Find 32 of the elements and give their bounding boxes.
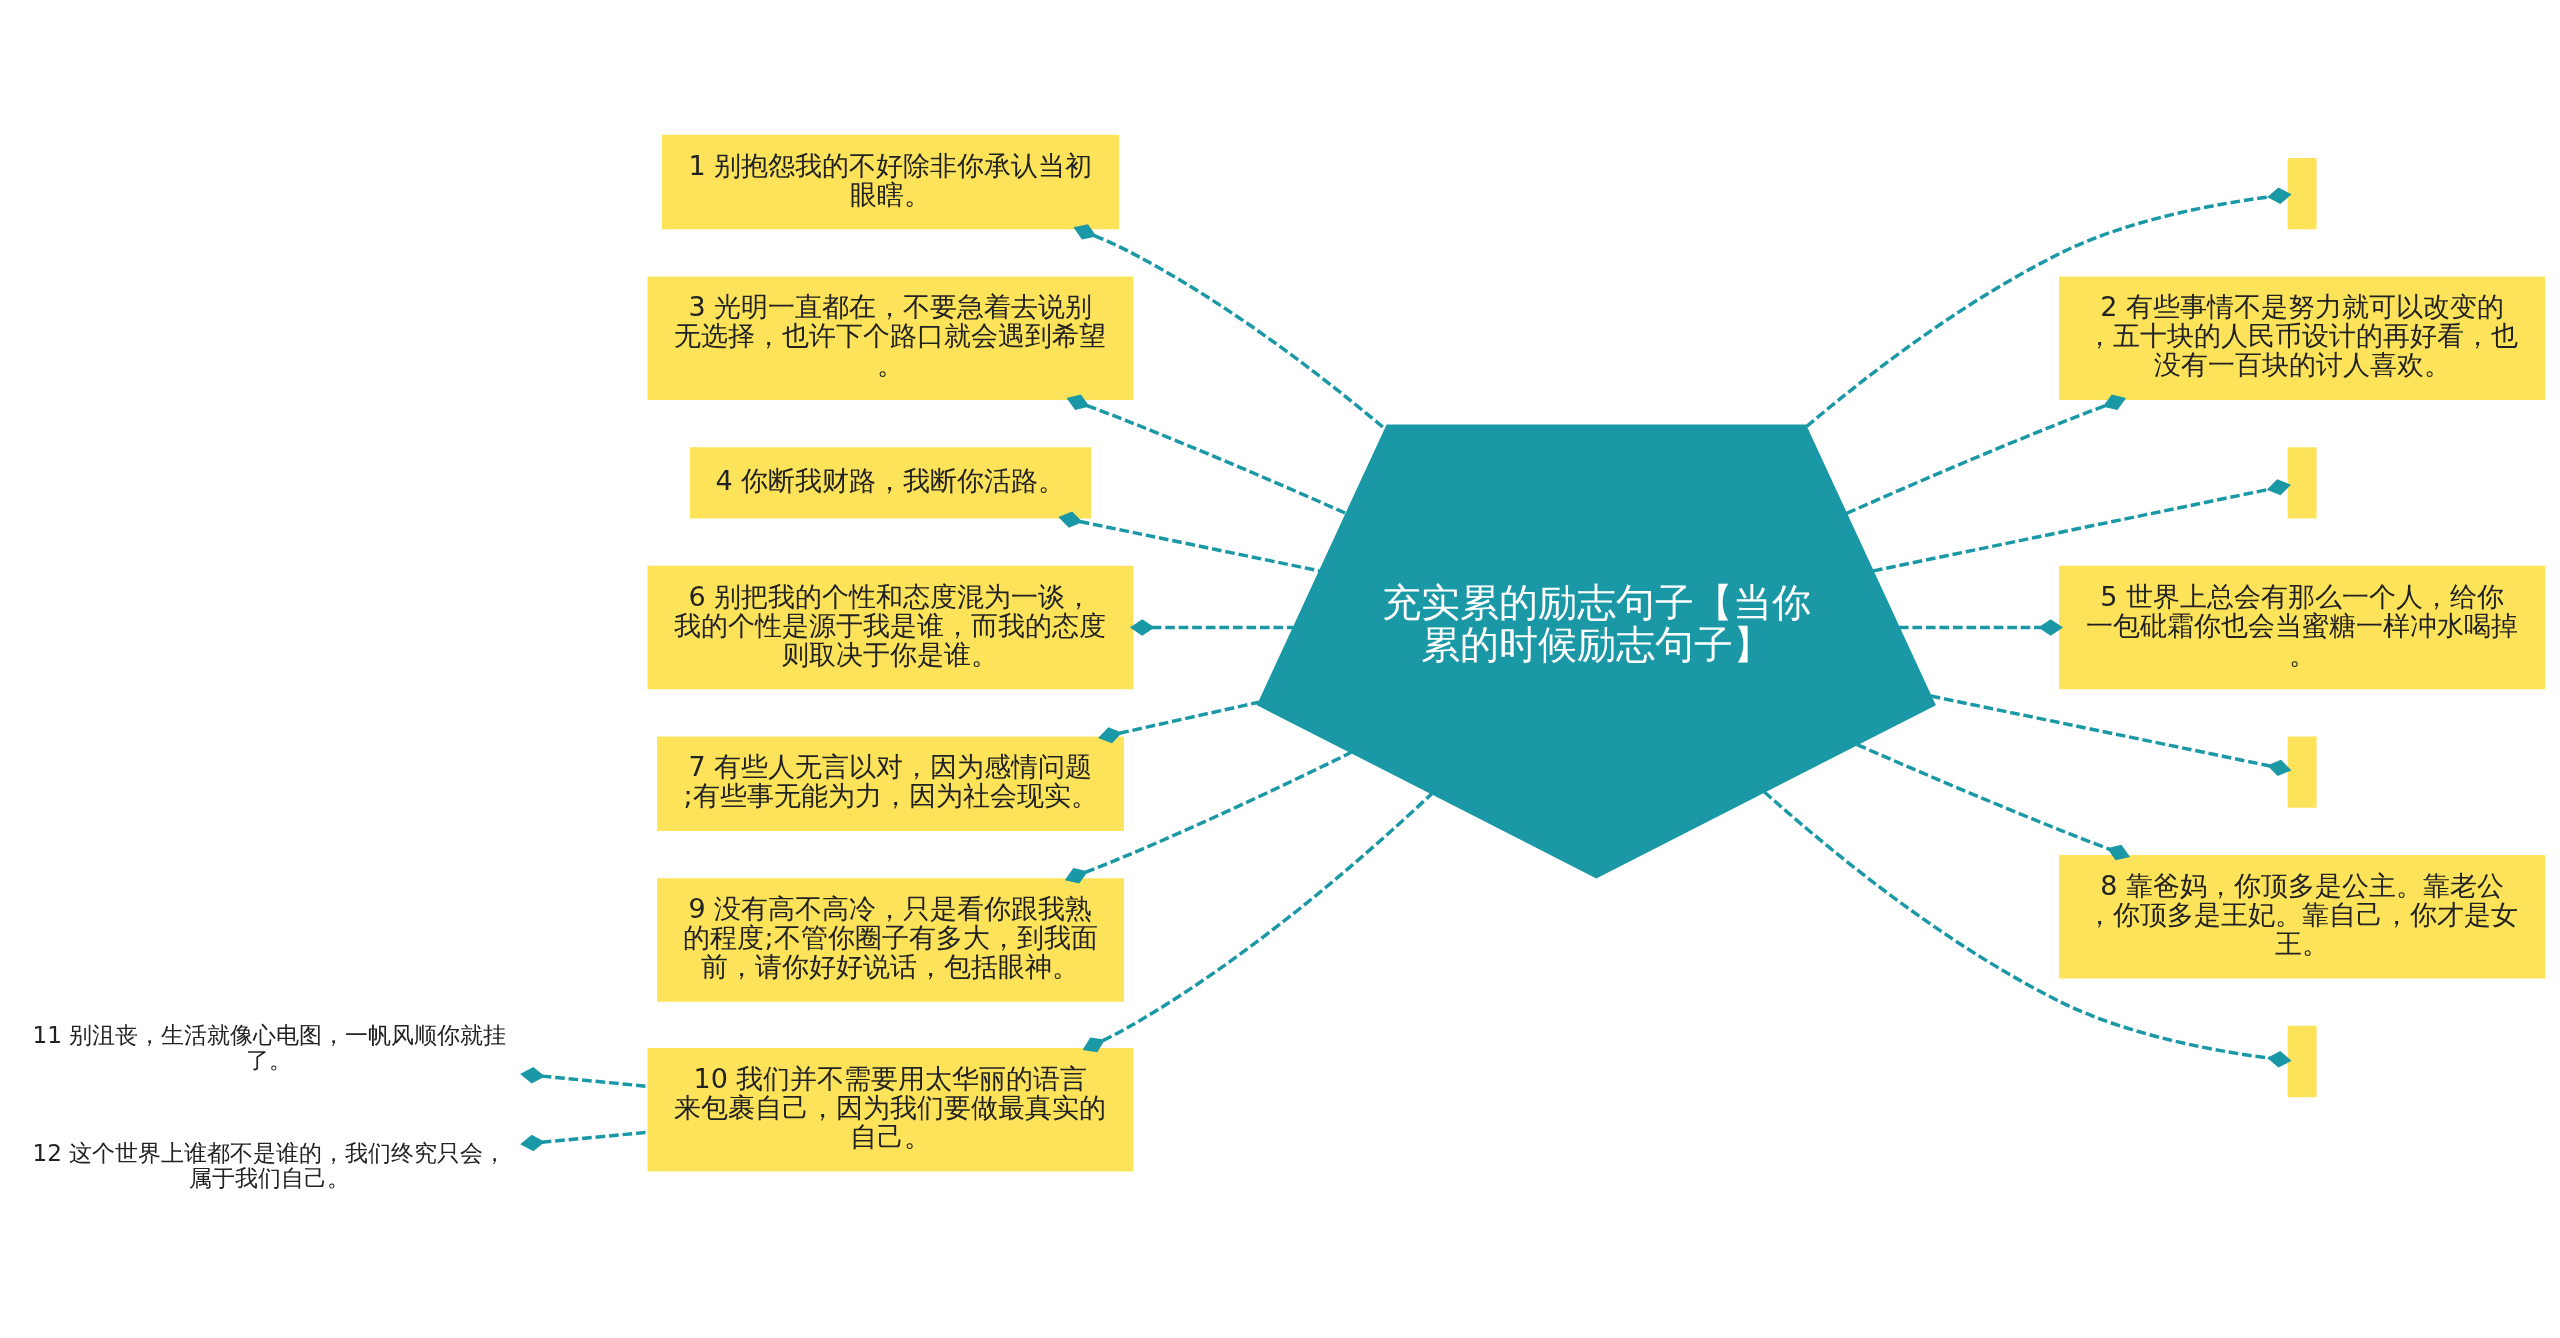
node-box: 1 别抱怨我的不好除非你承认当初眼瞎。 — [661, 134, 1120, 230]
connector — [1058, 511, 1320, 573]
node-box: 9 没有高不高冷，只是看你跟我熟的程度;不管你圈子有多大，到我面前，请你好好说话，包括眼神。 — [657, 878, 1124, 1002]
connector — [1930, 694, 2292, 776]
node-box — [2287, 447, 2317, 519]
connector — [1098, 700, 1260, 744]
node-box: 5 世界上总会有那么一个人，给你一包砒霜你也会当蜜糖一样冲水喝掉。 — [2059, 565, 2546, 690]
connector — [1066, 394, 1347, 515]
node-box: 2 有些事情不是努力就可以改变的，五十块的人民币设计的再好看，也没有一百块的讨人喜欢。 — [2059, 276, 2546, 400]
node-box: 8 靠爸妈，你顶多是公主。靠老公，你顶多是王妃。靠自己，你才是女王。 — [2059, 855, 2546, 979]
connector — [1763, 790, 2292, 1068]
connector — [1845, 394, 2127, 515]
node-box: 6 别把我的个性和态度混为一谈，我的个性是源于我是谁，而我的态度则取决于你是谁。 — [647, 565, 1134, 690]
node-text: 11 别沮丧，生活就像心电图，一帆风顺你就挂了。 — [32, 1022, 507, 1074]
connector — [1064, 751, 1352, 884]
connector — [1073, 224, 1387, 431]
node-box — [2287, 157, 2317, 230]
node-box — [2287, 736, 2317, 808]
connector — [1872, 479, 2291, 573]
connector — [1805, 187, 2292, 428]
connector — [1899, 619, 2064, 636]
connector — [520, 1130, 649, 1152]
node-box: 10 我们并不需要用太华丽的语言来包裹自己，因为我们要做最真实的自己。 — [647, 1048, 1134, 1172]
node-box: 7 有些人无言以对，因为感情问题;有些事无能为力，因为社会现实。 — [657, 736, 1124, 831]
node-text: 12 这个世界上谁都不是谁的，我们终究只会，属于我们自己。 — [32, 1140, 507, 1192]
connector — [520, 1067, 649, 1089]
node-box: 4 你断我财路，我断你活路。 — [689, 447, 1092, 519]
connector — [1129, 619, 1294, 636]
connector — [1082, 792, 1433, 1053]
connector — [1856, 743, 2131, 861]
node-box — [2287, 1025, 2317, 1098]
node-box: 3 光明一直都在，不要急着去说别无选择，也许下个路口就会遇到希望。 — [647, 276, 1134, 400]
